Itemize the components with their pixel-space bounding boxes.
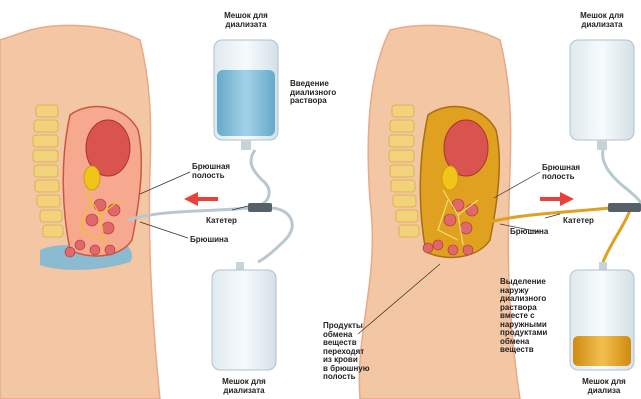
right-outflow-label: Выделение наружу диализного раствора вме…: [500, 278, 564, 355]
left-panel: [0, 25, 292, 399]
left-bag-bottom-label: Мешок для диализата: [212, 378, 276, 395]
left-catheter-connector: [248, 203, 272, 212]
right-abdominal-cavity-label: Брюшная полость: [542, 164, 602, 181]
right-flow-arrow: [540, 192, 574, 206]
left-peritoneum-label: Брюшина: [190, 236, 240, 245]
right-inflow-tube: [603, 150, 641, 204]
left-bag-top-label: Мешок для диализата: [216, 12, 276, 29]
right-bag-top-label: Мешок для диализата: [572, 12, 632, 29]
right-metabolites-label: Продукты обмена веществ переходят из кро…: [323, 322, 383, 382]
right-catheter-connector: [608, 203, 641, 212]
right-bottom-bag: [570, 262, 634, 370]
left-leader-lines: [140, 172, 248, 238]
right-bag-bottom-label: Мешок для диализа: [572, 378, 636, 395]
left-infusion-label: Введение диализного раствора: [290, 80, 350, 106]
right-kidney: [442, 166, 458, 190]
left-catheter-label: Катетер: [206, 217, 256, 226]
left-flow-arrow: [184, 192, 218, 206]
left-kidney: [84, 166, 100, 190]
left-bottom-bag: [212, 262, 276, 370]
left-top-bag: [214, 40, 278, 150]
right-peritoneum-label: Брюшина: [510, 228, 560, 237]
right-top-bag: [570, 40, 634, 150]
left-abdominal-cavity-label: Брюшная полость: [192, 163, 252, 180]
right-catheter-label: Катетер: [563, 217, 613, 226]
left-drain-tube: [258, 208, 292, 262]
